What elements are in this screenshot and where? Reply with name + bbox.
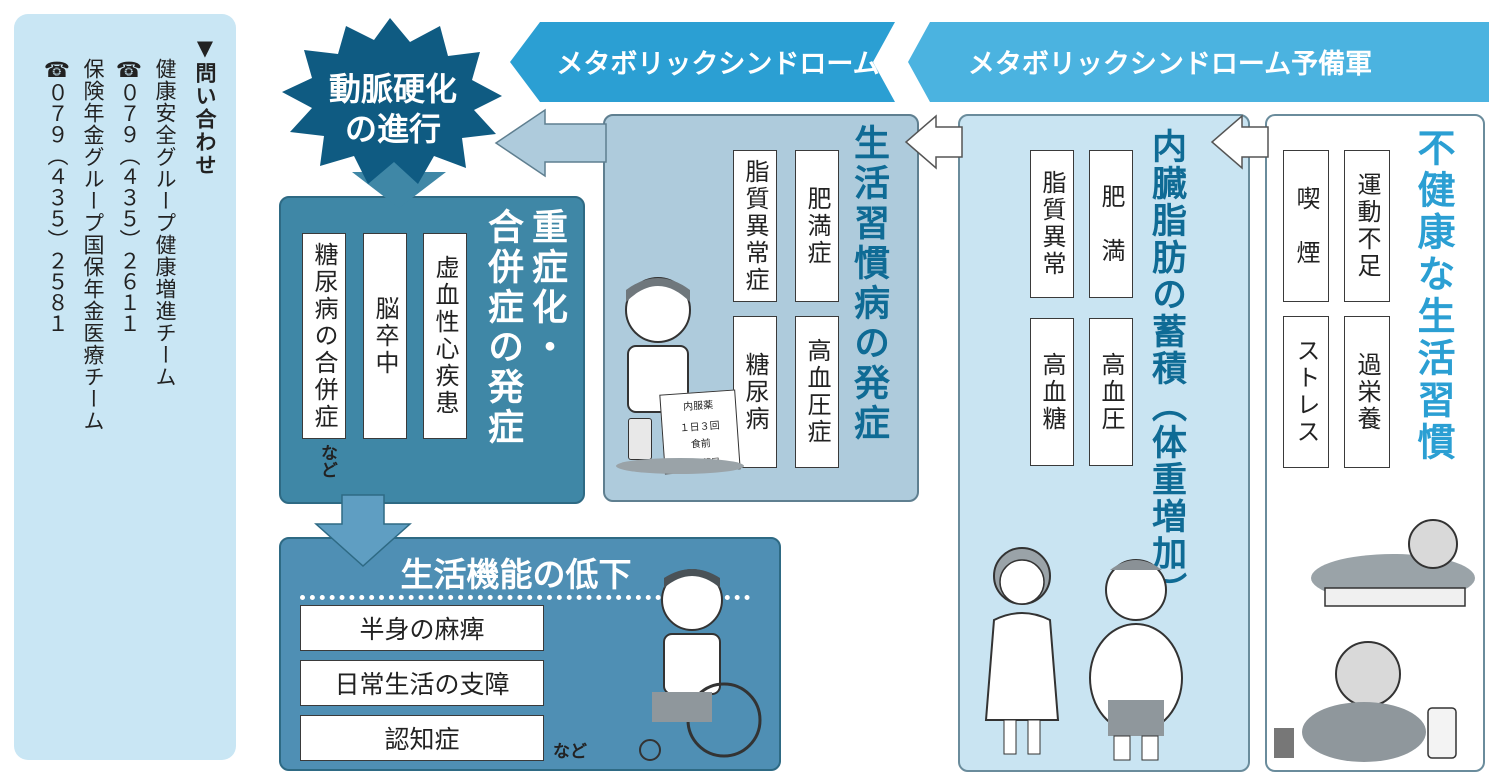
banner-arrows xyxy=(510,22,1489,102)
severe-title-line-1: 重症化・ xyxy=(526,208,567,368)
contact-team-1: 健康安全グループ健康増進チーム xyxy=(153,58,177,388)
severe-item-stroke: 脳卒中 xyxy=(363,233,407,439)
decline-dotted-rule xyxy=(300,595,750,600)
arrow-lifestyle-to-burst xyxy=(494,108,607,178)
severe-etc: など xyxy=(317,444,337,478)
banner-pre-metabolic-label: メタボリックシンドローム予備軍 xyxy=(967,49,1373,80)
decline-item-dementia: 認知症 xyxy=(300,715,544,761)
visceral-item-dyslipidemia: 脂質異常 xyxy=(1030,150,1074,298)
wheelchair-person-illustration xyxy=(622,560,772,765)
decline-item-paralysis: 半身の麻痺 xyxy=(300,605,544,651)
severe-item-diabetic-complications: 糖尿病の合併症 xyxy=(302,233,346,439)
burst-line-1: 動脈硬化 xyxy=(328,70,457,108)
contact-phone-2: ☎０７９（４３５）２５８１ xyxy=(45,58,69,334)
contact-team-2: 保険年金グループ国保年金医療チーム xyxy=(81,58,105,432)
medicine-table xyxy=(616,458,744,474)
arrow-severe-to-decline xyxy=(314,494,412,568)
eating-person-illustration xyxy=(1268,628,1480,764)
woman-illustration xyxy=(972,540,1072,760)
arrow-unhealthy-to-visceral xyxy=(1210,114,1269,170)
lifestyle-item-diabetes: 糖尿病 xyxy=(733,316,777,468)
severe-item-heart-disease: 虚血性心疾患 xyxy=(423,233,467,439)
medicine-bottle xyxy=(628,418,652,460)
medicine-bag-meal: 食前 xyxy=(690,438,712,451)
unhealthy-item-exercise: 運動不足 xyxy=(1344,150,1390,302)
visceral-item-hyperglycemia: 高血糖 xyxy=(1030,318,1074,466)
burst-shape xyxy=(282,18,502,184)
lifestyle-title: 生活習慣病の発症 xyxy=(848,124,889,444)
man-illustration xyxy=(1080,550,1192,762)
contact-panel: ▼問い合わせ 健康安全グループ健康増進チーム ☎０７９（４３５）２６１１ 保険年… xyxy=(14,14,236,760)
visceral-item-hypertension: 高血圧 xyxy=(1089,318,1133,466)
medicine-bag-label: 内服薬 xyxy=(682,400,714,414)
lifestyle-item-obesity-disease: 肥満症 xyxy=(795,150,839,302)
arrow-burst-to-severe xyxy=(352,152,446,208)
decline-title: 生活機能の低下 xyxy=(400,555,632,594)
contact-heading: ▼問い合わせ xyxy=(193,36,217,177)
arrow-visceral-to-lifestyle xyxy=(904,114,963,170)
unhealthy-item-overnutrition: 過栄養 xyxy=(1344,316,1390,468)
unhealthy-item-smoking: 喫 煙 xyxy=(1283,150,1329,302)
banner-metabolic-bar xyxy=(510,22,895,102)
visceral-title: 内臓脂肪の蓄積（体重増加） xyxy=(1146,128,1186,609)
decline-etc: など xyxy=(553,742,587,762)
banner-metabolic-label: メタボリックシンドローム xyxy=(556,49,880,80)
lifestyle-item-hypertension: 高血圧症 xyxy=(795,316,839,468)
contact-phone-1: ☎０７９（４３５）２６１１ xyxy=(117,58,141,334)
visceral-item-obesity: 肥 満 xyxy=(1089,150,1133,298)
decline-item-daily-life: 日常生活の支障 xyxy=(300,660,544,706)
banner-pre-metabolic-bar xyxy=(908,22,1489,102)
burst-line-2: の進行 xyxy=(344,110,441,148)
unhealthy-item-stress: ストレス xyxy=(1283,316,1329,468)
severe-title-line-2: 合併症の発症 xyxy=(482,208,523,448)
lifestyle-item-dyslipidemia: 脂質異常症 xyxy=(733,150,777,302)
unhealthy-title: 不健康な生活習慣 xyxy=(1411,128,1455,464)
sleeping-person-illustration xyxy=(1305,500,1481,610)
